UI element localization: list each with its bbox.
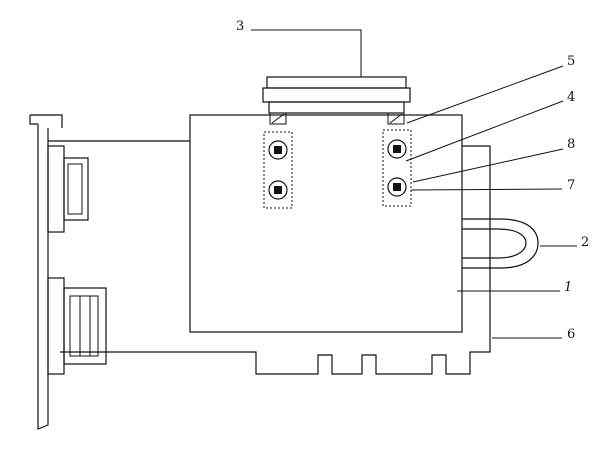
screw-guides [263, 129, 412, 209]
leader-line-3 [251, 29, 362, 77]
leader-line-8 [412, 148, 564, 183]
retention-bar-middle [262, 87, 411, 103]
callout-label-8: 8 [567, 137, 576, 152]
leader-line-7 [410, 188, 563, 191]
board-outline [48, 140, 491, 375]
retention-tab-left [269, 112, 287, 125]
screw-bottom-left [268, 180, 288, 200]
handle-outer [462, 218, 539, 269]
top-retention-bracket [262, 76, 411, 125]
retention-tab-left-hatch [271, 113, 285, 124]
leader-line-5 [406, 65, 564, 124]
screws [268, 139, 407, 200]
lower-port-flange [47, 277, 65, 375]
lower-port-pins [79, 296, 91, 356]
callout-label-2: 2 [581, 235, 590, 250]
callout-label-5: 5 [567, 54, 576, 69]
leader-line-4 [405, 100, 564, 162]
screw-guide-right [382, 129, 412, 207]
cover-shield [189, 114, 463, 333]
retention-tab-right-hatch [389, 113, 403, 124]
screw-top-left [268, 140, 288, 160]
callout-label-3: 3 [236, 19, 245, 34]
bracket-top-flange [30, 114, 63, 128]
lower-port-body [63, 287, 107, 365]
upper-port-flange [47, 145, 65, 233]
leader-lines [251, 29, 577, 339]
bracket-strip [37, 124, 49, 430]
lower-port-connector [47, 277, 107, 375]
callout-label-7: 7 [567, 178, 576, 193]
retention-bar-top [266, 76, 407, 89]
screw-guide-left [263, 131, 293, 209]
cover-body [189, 114, 463, 333]
screw-bottom-right [387, 177, 407, 197]
handle-inner [462, 228, 527, 259]
upper-port-inner [67, 163, 83, 215]
board-right-bottom-edge [60, 145, 491, 375]
wire-handle [462, 218, 539, 269]
upper-port-connector [47, 145, 89, 233]
callout-label-4: 4 [567, 90, 576, 105]
callout-label-1: 1 [564, 280, 573, 295]
lower-port-inner [69, 295, 99, 357]
mounting-bracket [29, 114, 63, 430]
screw-top-right [387, 139, 407, 159]
callout-label-6: 6 [567, 327, 576, 342]
retention-tab-right [387, 112, 405, 125]
retention-bar-bottom [268, 101, 405, 114]
bracket-top-flange-edge [29, 115, 38, 125]
upper-port-body [63, 157, 89, 221]
